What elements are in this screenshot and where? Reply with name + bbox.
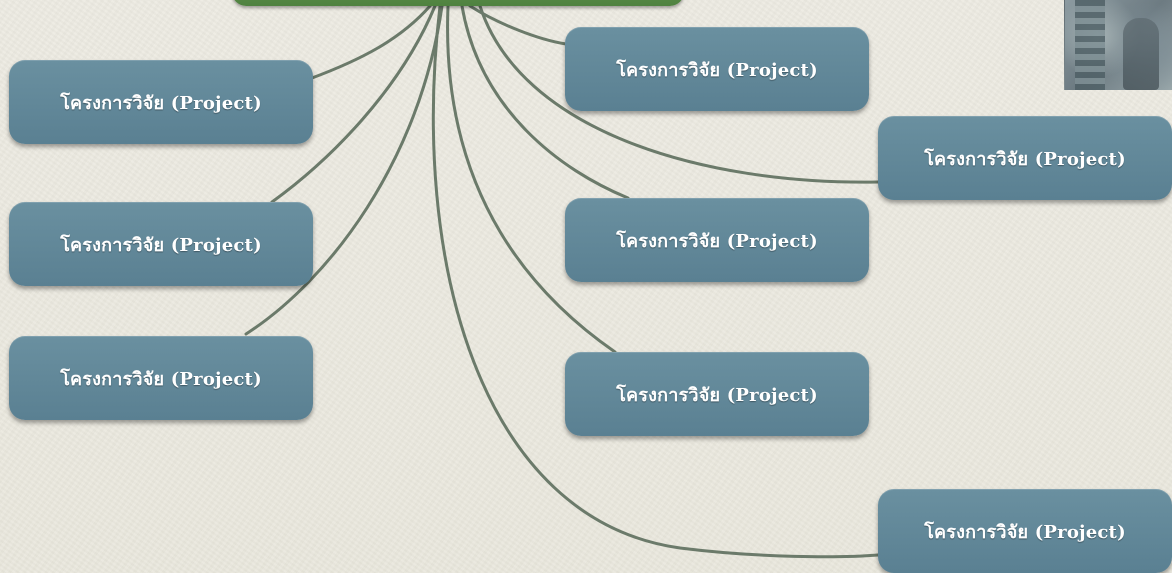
topic-node-project[interactable]: โครงการวิจัย (Project)	[9, 336, 313, 420]
topic-node-project[interactable]: โครงการวิจัย (Project)	[565, 198, 869, 282]
topic-node-project[interactable]: โครงการวิจัย (Project)	[878, 116, 1172, 200]
corner-photo-image	[1064, 0, 1172, 90]
connector-l3	[244, 4, 444, 336]
topic-node-project[interactable]: โครงการวิจัย (Project)	[565, 27, 869, 111]
connector-l2	[270, 4, 437, 204]
connector-m3	[446, 4, 617, 354]
connector-r2	[431, 4, 880, 559]
topic-node-project[interactable]: โครงการวิจัย (Project)	[565, 352, 869, 436]
photo-pillar-shape	[1075, 0, 1105, 90]
topic-node-project[interactable]: โครงการวิจัย (Project)	[9, 60, 313, 144]
connector-m2	[460, 4, 630, 200]
connector-l1	[310, 4, 432, 80]
topic-node-project[interactable]: โครงการวิจัย (Project)	[878, 489, 1172, 573]
photo-figure-shape	[1123, 18, 1159, 90]
topic-node-project[interactable]: โครงการวิจัย (Project)	[9, 202, 313, 286]
root-topic-node[interactable]	[232, 0, 684, 6]
connector-m1	[468, 4, 568, 46]
connector-r1	[478, 4, 880, 184]
